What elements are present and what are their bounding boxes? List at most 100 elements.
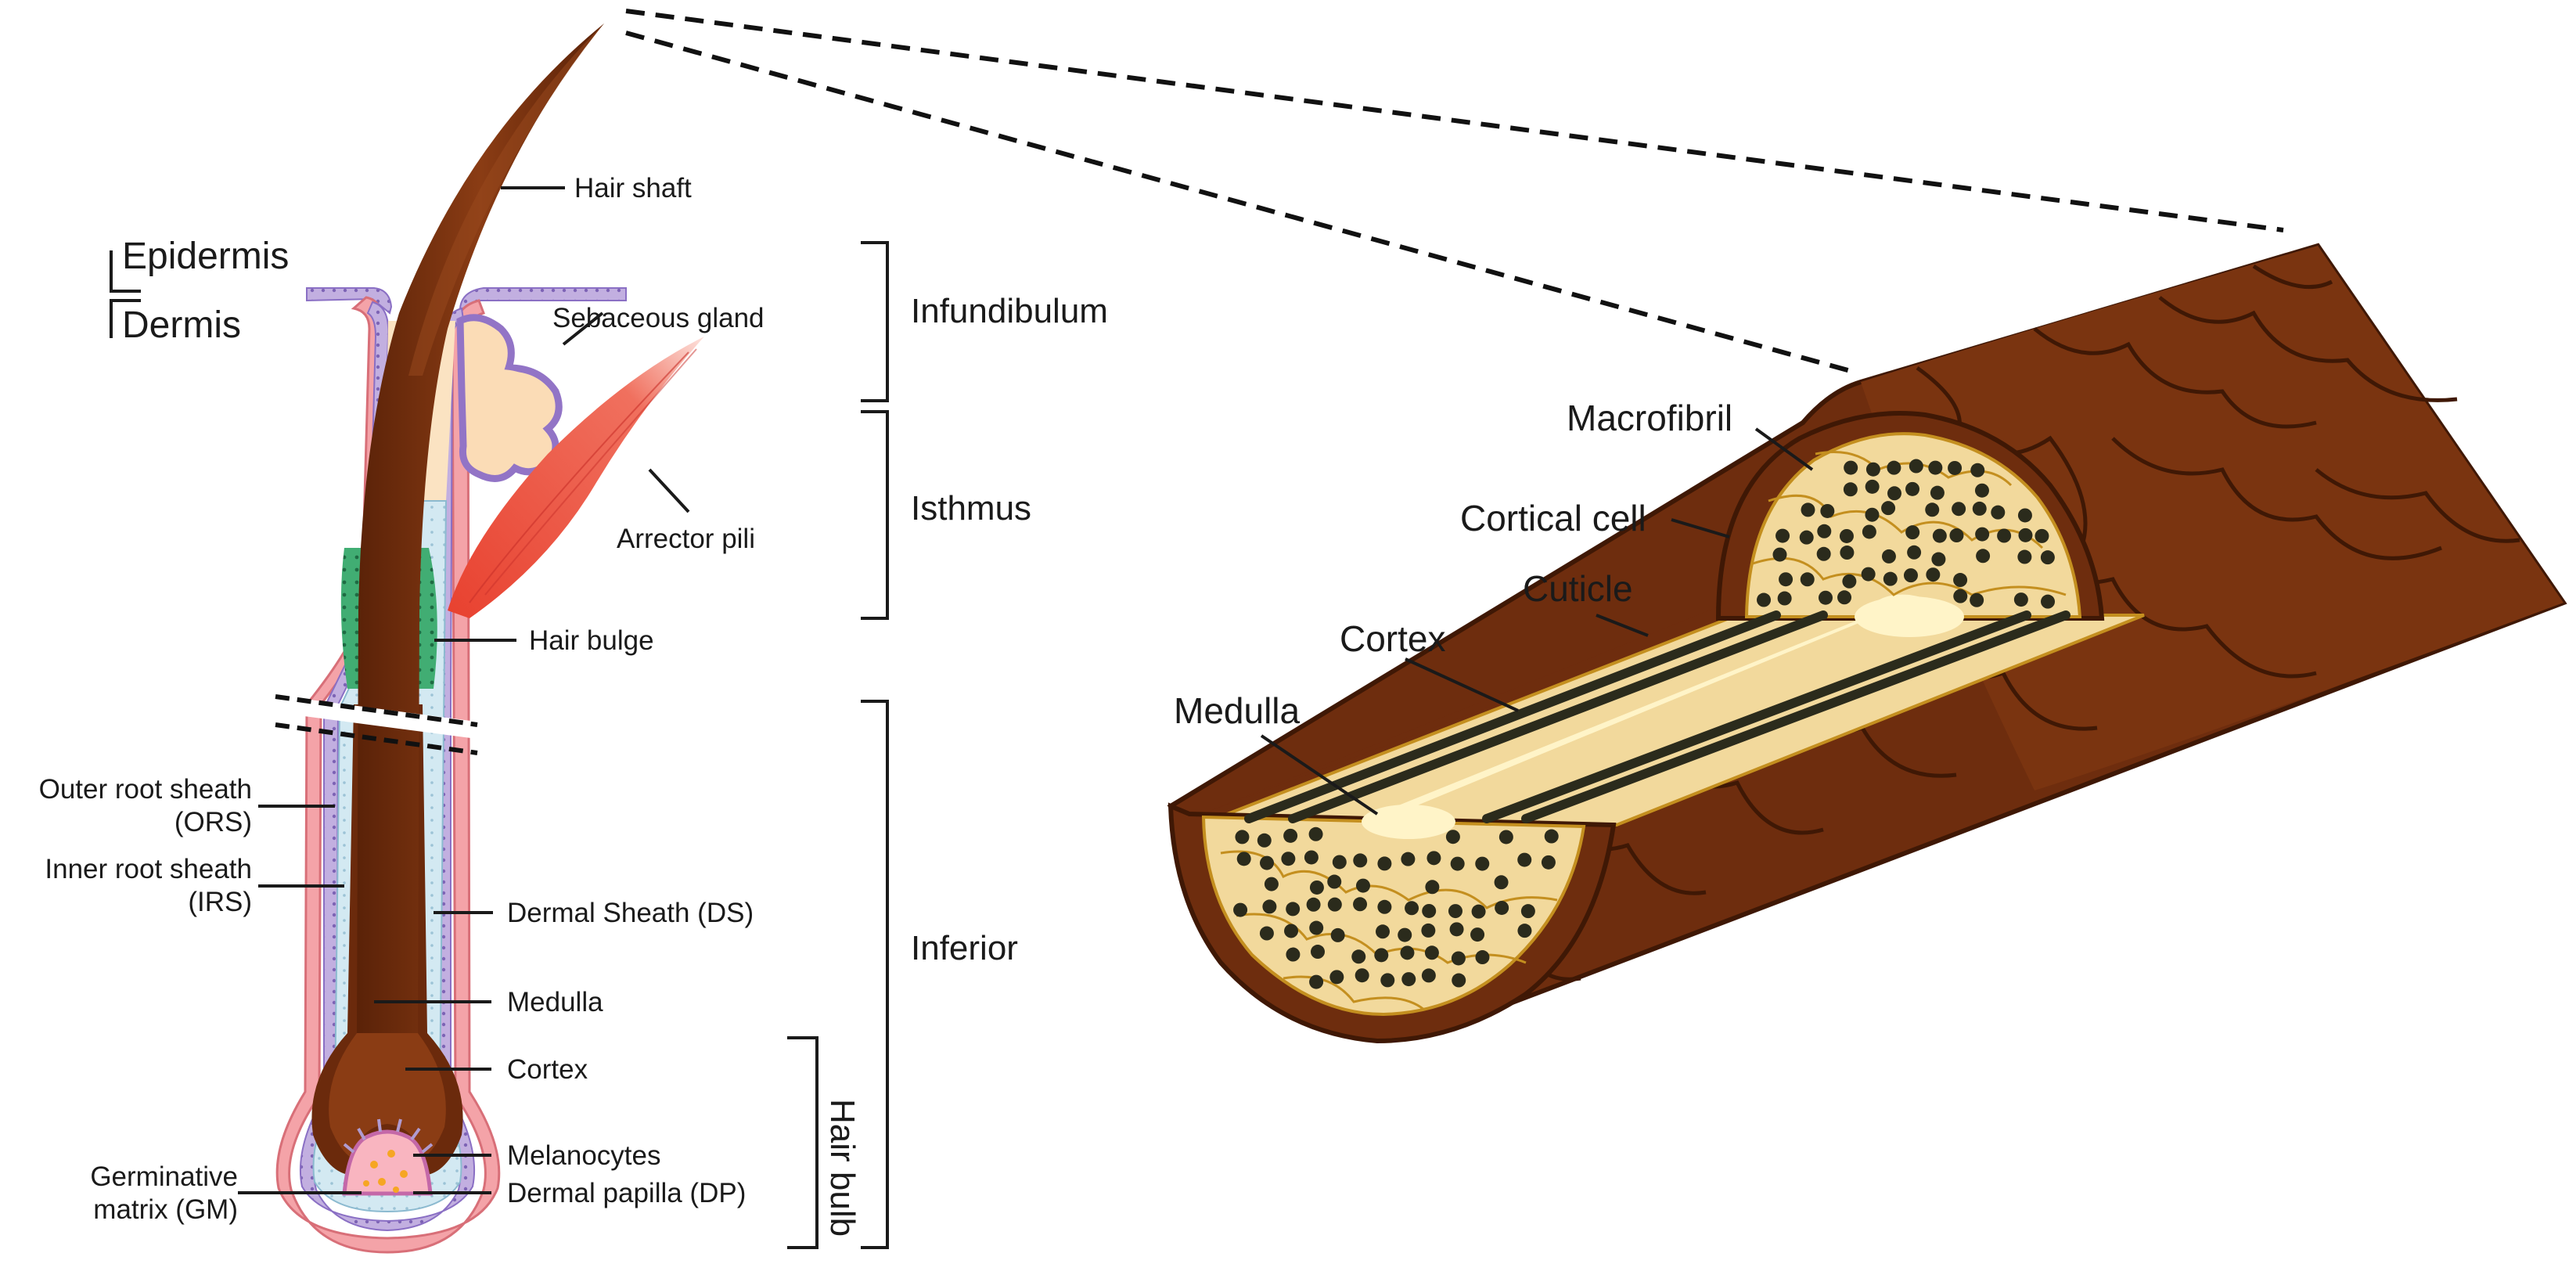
macrofibril-dot <box>1541 855 1556 870</box>
macrofibril-dot <box>2041 594 2056 609</box>
macrofibril-dot <box>1448 904 1462 919</box>
macrofibril-dot <box>1970 592 1984 607</box>
macrofibril-dot <box>2017 549 2032 564</box>
follicle-leader-lines <box>238 186 690 1194</box>
macrofibril-dot <box>1930 485 1945 500</box>
macrofibril-dot <box>1907 545 1922 560</box>
macrofibril-dot <box>1450 856 1465 871</box>
cut-break <box>274 694 501 755</box>
macrofibril-dot <box>1260 855 1275 870</box>
macrofibril-dot <box>2017 508 2032 523</box>
macrofibril-dot <box>1865 479 1880 494</box>
label-hair-shaft: Hair shaft <box>574 173 692 203</box>
macrofibril-dot <box>1840 546 1855 560</box>
label-medulla-right: Medulla <box>1174 690 1301 731</box>
macrofibril-dot <box>1932 528 1947 543</box>
macrofibril-dot <box>1309 880 1324 895</box>
macrofibril-dot <box>1952 502 1966 517</box>
region-brackets <box>787 241 889 1249</box>
medulla-face <box>1855 596 1964 637</box>
melanocytes-shape <box>343 1118 434 1154</box>
medulla-face <box>1362 805 1455 839</box>
label-dermal-papilla: Dermal papilla (DP) <box>507 1178 746 1208</box>
macrofibril-dot <box>1475 950 1490 965</box>
macrofibril-dot <box>1818 590 1833 605</box>
macrofibril-dot <box>1779 572 1793 587</box>
macrofibril-dot <box>1801 502 1815 517</box>
label-infundibulum: Infundibulum <box>911 292 1108 330</box>
macrofibril-dot <box>1772 547 1787 562</box>
macrofibril-dot <box>1953 573 1968 588</box>
shaft-leader-lines <box>1260 427 1814 816</box>
macrofibril-dot <box>1306 897 1321 912</box>
label-inferior: Inferior <box>911 929 1018 967</box>
macrofibril-dot <box>1401 972 1416 987</box>
macrofibril-dot <box>1844 460 1858 475</box>
macrofibril-dot <box>1928 460 1943 475</box>
macrofibril-dot <box>1264 877 1279 891</box>
macrofibril-dot <box>1837 590 1852 605</box>
macrofibril-dot <box>2018 528 2033 542</box>
macrofibril-dot <box>1495 900 1509 915</box>
macrofibril-dot <box>1257 833 1272 848</box>
macrofibril-dot <box>1865 507 1880 522</box>
macrofibril-dot <box>2035 528 2049 543</box>
macrofibril-dot <box>1377 899 1392 914</box>
macrofibril-dot <box>1949 528 1964 543</box>
macrofibril-dot <box>1405 901 1419 916</box>
macrofibril-dot <box>1817 524 1832 538</box>
label-cuticle: Cuticle <box>1523 568 1633 609</box>
label-ors-2: (ORS) <box>174 807 252 837</box>
macrofibril-dot <box>1775 528 1790 543</box>
macrofibril-dot <box>1445 830 1460 844</box>
label-melanocytes: Melanocytes <box>507 1140 660 1171</box>
macrofibril-dot <box>1427 851 1441 866</box>
macrofibril-dot <box>1311 945 1326 960</box>
macrofibril-dot <box>1304 850 1319 865</box>
label-ors-1: Outer root sheath <box>39 774 252 805</box>
macrofibril-dot <box>1544 829 1559 844</box>
macrofibril-dot <box>2040 550 2055 565</box>
macrofibril-dot <box>1517 852 1532 867</box>
macrofibril-dot <box>1905 481 1920 496</box>
macrofibril-dot <box>1355 968 1369 983</box>
macrofibril-dot <box>1284 924 1299 938</box>
macrofibril-dot <box>1757 592 1772 607</box>
label-dermis: Dermis <box>122 304 241 346</box>
macrofibril-dot <box>1332 855 1347 870</box>
macrofibril-dot <box>1327 874 1342 889</box>
macrofibril-dot <box>1881 549 1896 564</box>
macrofibril-dot <box>1330 927 1345 942</box>
macrofibril-dot <box>1309 920 1324 935</box>
hair-shaft-shape <box>357 23 604 1033</box>
zoom-lines <box>625 9 2284 373</box>
macrofibril-dot <box>1355 878 1370 893</box>
macrofibril-dot <box>1820 503 1835 518</box>
label-hair-bulge: Hair bulge <box>529 625 654 656</box>
macrofibril-dot <box>1972 501 1987 516</box>
macrofibril-dot <box>1862 524 1876 539</box>
macrofibril-dot <box>1281 852 1296 866</box>
hair-shaft-cross-section <box>1167 243 2567 1044</box>
label-arrector-pili: Arrector pili <box>617 524 755 554</box>
macrofibril-dot <box>1374 948 1389 963</box>
label-dermal-sheath: Dermal Sheath (DS) <box>507 898 754 928</box>
label-cortex-right: Cortex <box>1340 618 1445 659</box>
macrofibril-dot <box>1991 505 2006 520</box>
macrofibril-dot <box>1424 945 1439 960</box>
dermal-sheath-outer <box>275 296 501 1254</box>
macrofibril-dot <box>1236 852 1251 866</box>
macrofibril-dot <box>1997 528 2012 543</box>
label-epidermis: Epidermis <box>122 236 289 277</box>
macrofibril-dot <box>1471 904 1486 919</box>
label-cortical-cell: Cortical cell <box>1460 498 1646 538</box>
macrofibril-dot <box>1970 463 1985 477</box>
label-irs-1: Inner root sheath <box>45 854 252 884</box>
label-irs-2: (IRS) <box>188 887 252 917</box>
macrofibril-dot <box>1327 897 1342 912</box>
label-hair-bulb: Hair bulb <box>823 1099 862 1237</box>
macrofibril-dot <box>1975 527 1990 542</box>
label-medulla-left: Medulla <box>507 987 603 1017</box>
macrofibril-dot <box>1286 947 1301 962</box>
macrofibril-dot <box>1976 549 1991 564</box>
